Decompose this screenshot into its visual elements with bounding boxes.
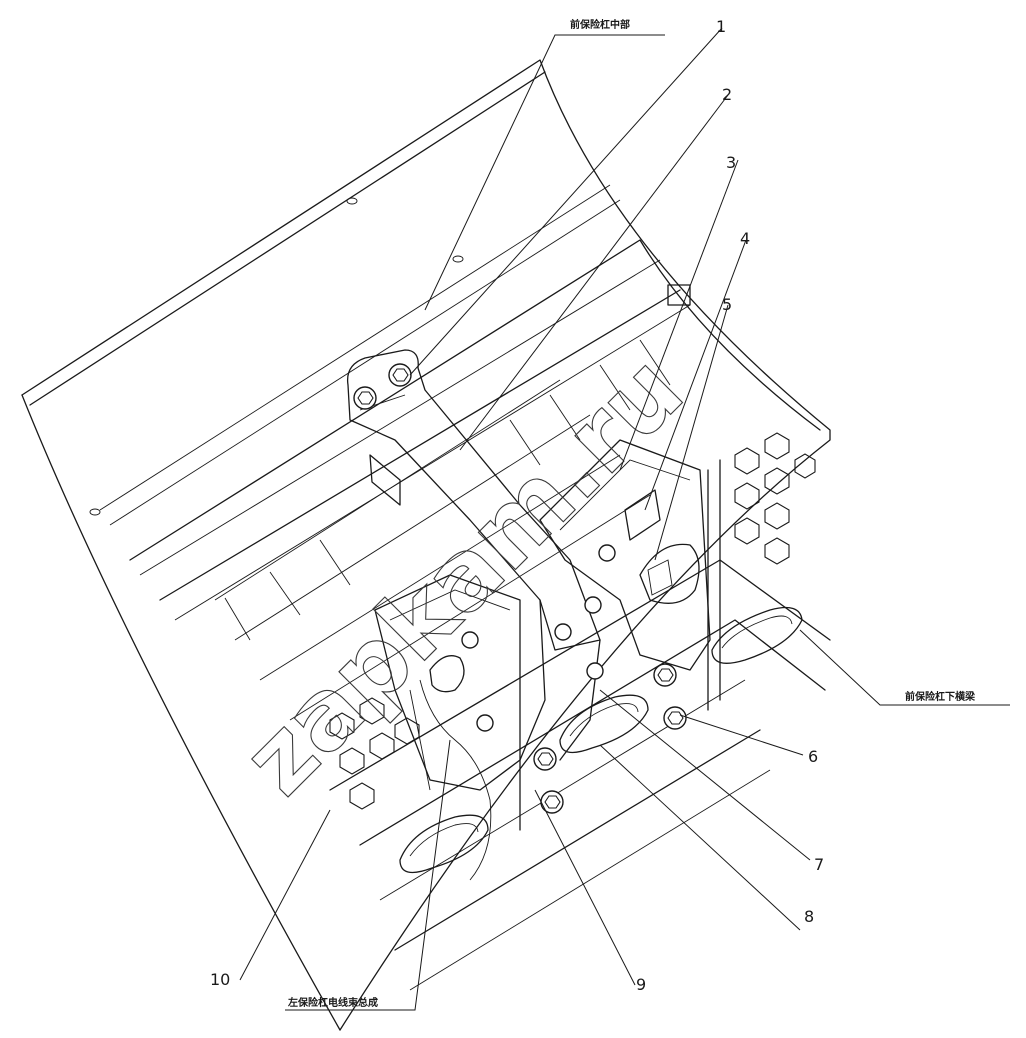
leader-lines — [239, 27, 1010, 1011]
bolt-9b — [540, 790, 564, 814]
bolt-left-b — [476, 714, 494, 732]
bolt-plate-a — [598, 544, 616, 562]
callout-3: 3 — [726, 153, 736, 172]
label-left-bumper-wiring-harness: 左保险杠电线束总成 — [287, 996, 378, 1009]
callout-6: 6 — [808, 747, 818, 766]
callout-2: 2 — [722, 85, 732, 104]
label-front-bumper-lower-beam: 前保险杠下横梁 — [905, 690, 976, 703]
part-labels: 前保险杠中部 前保险杠下横梁 左保险杠电线束总成 — [287, 18, 976, 1009]
callout-9: 9 — [636, 975, 646, 994]
bolt-plate-b — [584, 596, 602, 614]
grille-slats — [214, 284, 691, 721]
hex-grille-right — [734, 432, 816, 565]
bolts — [353, 363, 687, 814]
callout-8: 8 — [804, 907, 814, 926]
right-mount-plate — [539, 439, 711, 671]
callout-5: 5 — [722, 295, 732, 314]
beam-oval-slots — [399, 606, 803, 874]
callout-4: 4 — [740, 229, 750, 248]
hex-grille-left — [329, 697, 420, 810]
callout-10: 10 — [210, 970, 230, 989]
callout-1: 1 — [716, 17, 726, 36]
bolt-left-a — [461, 631, 479, 649]
bolt-6b — [663, 706, 687, 730]
label-front-bumper-middle: 前保险杠中部 — [570, 18, 630, 31]
callout-7: 7 — [814, 855, 824, 874]
bolt-plate-d — [586, 662, 604, 680]
bumper-shell — [21, 59, 831, 1031]
bolt-9a — [533, 747, 557, 771]
bolt-1a — [353, 386, 377, 410]
watermark: zapkam.ru — [222, 334, 704, 816]
bolt-1b — [388, 363, 412, 387]
left-mount-plate — [374, 574, 521, 881]
callout-numbers: 1 2 3 4 5 6 7 8 9 10 — [210, 17, 824, 994]
bolt-6a — [653, 663, 677, 687]
bolt-plate-c — [554, 623, 572, 641]
